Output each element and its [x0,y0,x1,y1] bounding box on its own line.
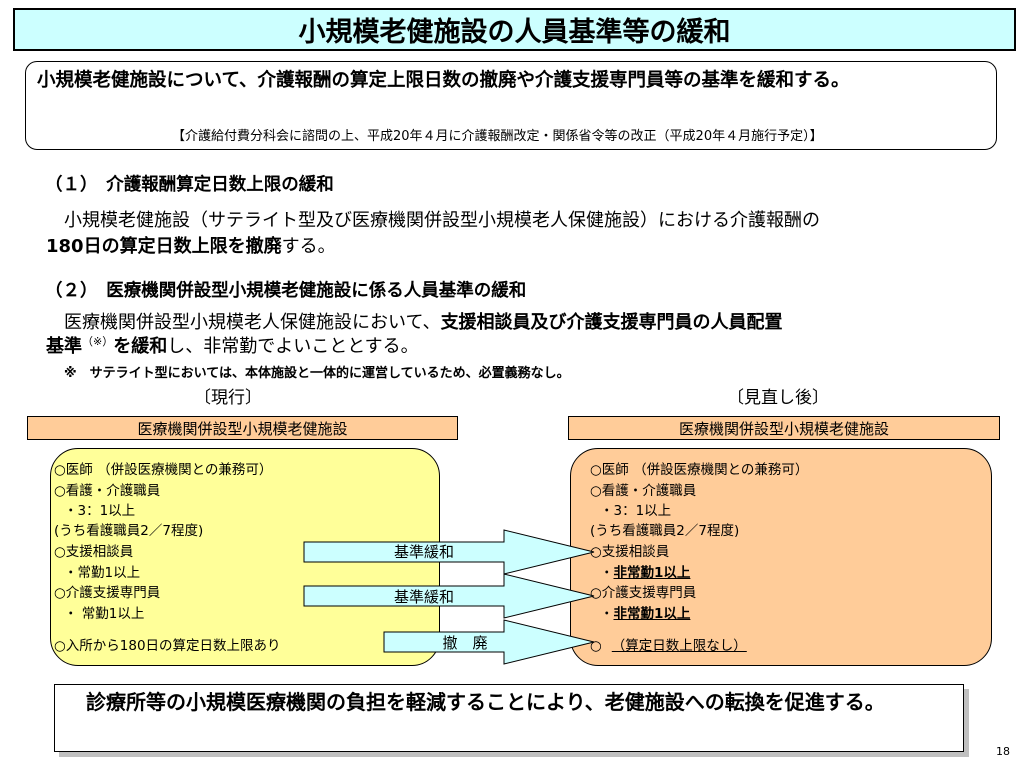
left-item-nurse-share: (うち看護職員2／7程度) [54,523,204,539]
section1-line2-rest: する。 [281,236,336,257]
summary-box [25,61,997,150]
bullet: ・ [600,565,614,581]
right-item-day-limit: ○ （算定日数上限なし） [590,637,747,655]
left-item-nursing: ○看護・介護職員 [54,483,161,499]
section2-line1-bold: 支援相談員及び介護支援専門員の人員配置 [440,312,783,333]
section2-line2-rest: し、非常勤でよいこととする。 [167,336,419,357]
left-item-day-limit: ○入所から180日の算定日数上限あり [54,638,281,654]
arrows-graphic [303,529,595,665]
right-item-doctor: ○医師 （併設医療機関との兼務可） [590,462,809,478]
section1-line2-bold: 180日の算定日数上限を撤廃 [46,236,282,257]
section1-heading: （１） 介護報酬算定日数上限の緩和 [45,175,334,195]
arrow-relax-counselor [303,529,595,575]
page-title-text: 小規模老健施設の人員基準等の緩和 [298,17,731,48]
right-care-manager-req-value: 非常勤1以上 [613,606,691,622]
arrow-label-abolish: 撤 廃 [442,634,488,652]
section2-line2-bold1: 基準 [46,336,82,357]
revised-label: 〔見直し後〕 [727,388,829,408]
summary-text: 小規模老健施設について、介護報酬の算定上限日数の撤廃や介護支援専門員等の基準を緩… [37,70,850,91]
right-item-counselor: ○支援相談員 [590,544,670,560]
left-facility-header: 医療機関併設型小規模老健施設 [27,416,458,440]
revised-staffing-box [570,448,992,666]
right-item-nursing: ○看護・介護職員 [590,483,697,499]
left-item-doctor: ○医師 （併設医療機関との兼務可） [54,462,273,478]
summary-note: 【介護給付費分科会に諮問の上、平成20年４月に介護報酬改定・関係省令等の改正（平… [172,129,823,144]
section1-line1: 小規模老健施設（サテライト型及び医療機関併設型小規模老人保健施設）における介護報… [64,210,820,231]
section2-line1-normal: 医療機関併設型小規模老人保健施設において、 [64,312,441,333]
right-item-ratio: ・3：1以上 [600,503,672,519]
arrow-label-relax-1: 基準緩和 [393,543,454,561]
conclusion-text: 診療所等の小規模医療機関の負担を軽減することにより、老健施設への転換を促進する。 [66,690,885,714]
section1-line2: 180日の算定日数上限を撤廃する。 [46,232,336,258]
right-day-limit-marker: ○ [590,638,602,654]
bullet: ・ [600,606,614,622]
left-item-care-manager-req: ・ 常勤1以上 [64,606,145,622]
left-item-counselor-req: ・常勤1以上 [64,565,141,581]
arrow-label-relax-2: 基準緩和 [393,588,454,606]
left-item-counselor: ○支援相談員 [54,544,134,560]
page-number: 18 [996,745,1010,758]
arrow-relax-care-manager [303,573,595,619]
footnote: ※ サテライト型においては、本体施設と一体的に運営しているため、必置義務なし。 [64,366,570,381]
right-item-care-manager: ○介護支援専門員 [590,585,697,601]
right-facility-header-text: 医療機関併設型小規模老健施設 [678,419,889,438]
section2-heading: （２） 医療機関併設型小規模老健施設に係る人員基準の緩和 [45,281,527,301]
right-counselor-req-value: 非常勤1以上 [613,565,691,581]
page-title: 小規模老健施設の人員基準等の緩和 [13,8,1016,51]
left-item-ratio: ・3：1以上 [64,503,136,519]
current-label: 〔現行〕 [194,388,262,408]
section2-line2: 基準（※）を緩和し、非常勤でよいこととする。 [46,332,419,358]
arrow-abolish [383,619,595,665]
left-facility-header-text: 医療機関併設型小規模老健施設 [137,419,348,438]
right-item-nurse-share: (うち看護職員2／7程度) [590,523,740,539]
right-facility-header: 医療機関併設型小規模老健施設 [568,416,1000,440]
footnote-marker: （※） [82,335,114,348]
conclusion-box [54,684,964,752]
right-item-care-manager-req: ・非常勤1以上 [600,605,690,623]
section2-line2-bold2: を緩和 [113,336,168,357]
left-item-care-manager: ○介護支援専門員 [54,585,161,601]
section2-line1: 医療機関併設型小規模老人保健施設において、支援相談員及び介護支援専門員の人員配置 [64,308,783,334]
right-item-counselor-req: ・非常勤1以上 [600,564,690,582]
right-day-limit-value: （算定日数上限なし） [611,638,747,654]
